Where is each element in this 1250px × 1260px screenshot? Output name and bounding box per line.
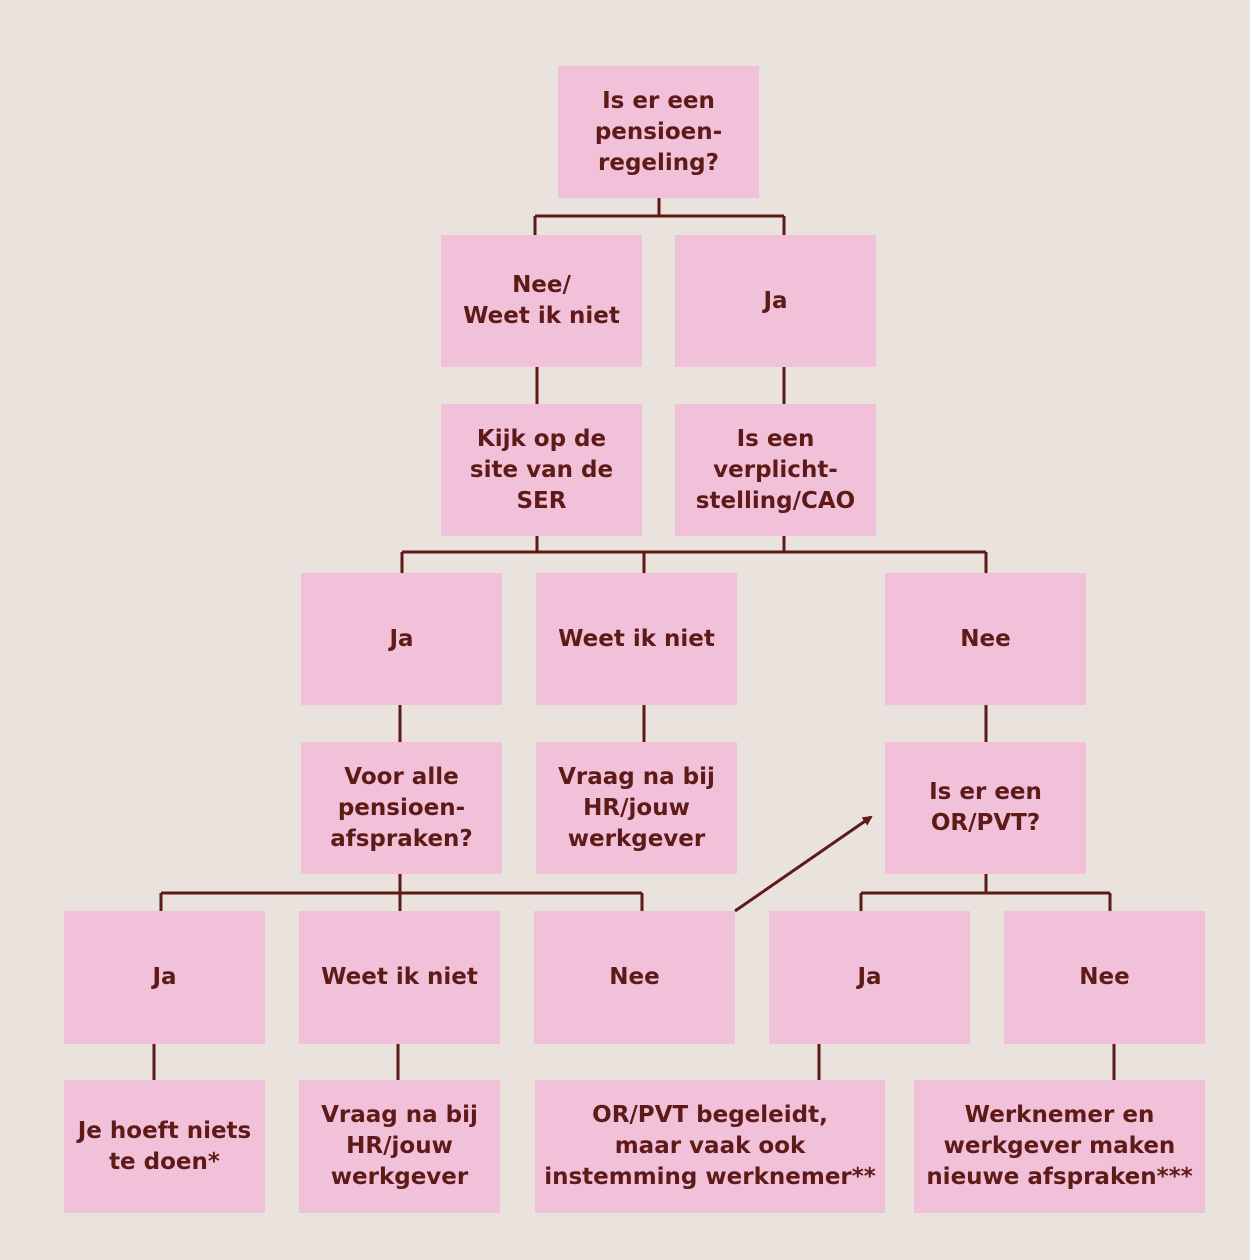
answer-all-no: Nee	[534, 911, 735, 1044]
arrow-to-or-question	[734, 815, 873, 913]
connector-q2	[400, 536, 988, 573]
answer-or-no: Nee	[1004, 911, 1205, 1044]
result-nothing-to-do: Je hoeft niets te doen*	[64, 1080, 265, 1213]
question-pension-scheme: Is er een pensioen- regeling?	[558, 66, 759, 198]
connector-q1	[533, 198, 786, 235]
answer-obligation-no: Nee	[885, 573, 1086, 705]
connector-q3	[159, 874, 644, 911]
ask-hr-employer: Vraag na bij HR/jouw werkgever	[536, 742, 737, 874]
answer-obligation-dont-know: Weet ik niet	[536, 573, 737, 705]
question-all-agreements: Voor alle pensioen- afspraken?	[301, 742, 502, 874]
question-obligation-cao: Is een verplicht- stelling/CAO	[675, 404, 876, 536]
answer-all-yes: Ja	[64, 911, 265, 1044]
result-new-agreements: Werknemer en werkgever maken nieuwe afsp…	[914, 1080, 1205, 1213]
connector-q4	[859, 874, 1112, 911]
question-or-pvt: Is er een OR/PVT?	[885, 742, 1086, 874]
result-ask-hr-employer: Vraag na bij HR/jouw werkgever	[299, 1080, 500, 1213]
answer-yes: Ja	[675, 235, 876, 367]
check-ser-site: Kijk op de site van de SER	[441, 404, 642, 536]
answer-obligation-yes: Ja	[301, 573, 502, 705]
result-or-pvt-guides: OR/PVT begeleidt, maar vaak ook instemmi…	[535, 1080, 885, 1213]
answer-all-dont-know: Weet ik niet	[299, 911, 500, 1044]
answer-or-yes: Ja	[769, 911, 970, 1044]
answer-no-dont-know: Nee/ Weet ik niet	[441, 235, 642, 367]
